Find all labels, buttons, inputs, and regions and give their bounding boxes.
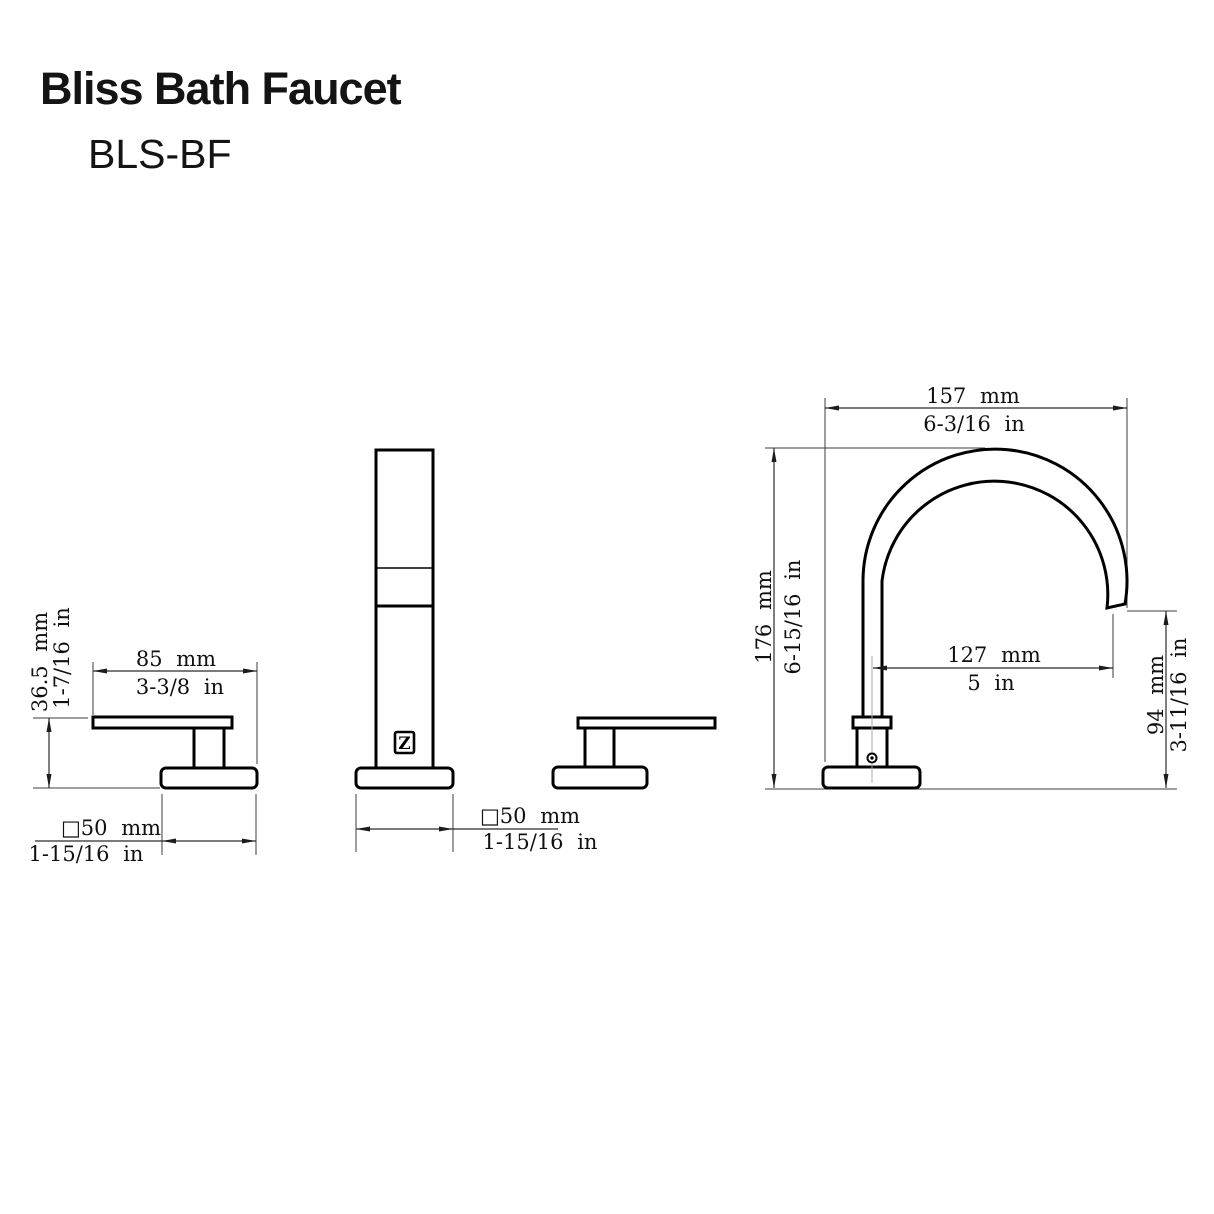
spout-front-view: Z □50 mm 1-15/16 in [354,448,717,854]
dim-arrow [1163,611,1169,625]
dim-label-spout-reach-in: 5 in [967,671,1014,695]
dim-label-spout-reach-mm: 127 mm [947,643,1041,667]
dim-arrow [243,668,257,674]
dim-arrow [825,405,839,411]
dim-label-outlet-height-in: 3-11/16 in [1167,638,1191,753]
set-screw-dot-icon [870,756,874,760]
handle-right-base [551,765,649,790]
page-title: Bliss Bath Faucet [40,63,402,114]
brand-logo-box [393,730,416,755]
handle-side-view: 85 mm 3-3/8 in 36.5 mm 1-7/16 in □50 mm … [28,607,259,866]
handle-stem [192,726,226,770]
spout-side-view: 157 mm 6-3/16 in 176 mm 6-15/16 in 127 m… [752,384,1191,790]
dim-label-outlet-height-mm: 94 mm [1144,655,1168,735]
dim-arrow [873,665,887,671]
dim-arrow [162,838,176,844]
dim-label-overall-width-in: 6-3/16 in [923,412,1025,436]
dim-arrow [1099,665,1113,671]
brand-logo-letter: Z [398,734,410,754]
dim-arrow [771,774,777,788]
dim-label-spout-base-in: 1-15/16 in [483,830,598,854]
dim-arrow [1163,774,1169,788]
spout-base [354,766,455,790]
dim-arrow [242,838,256,844]
dim-label-overall-height-mm: 176 mm [752,570,776,664]
dim-label-handle-length-in: 3-3/8 in [136,675,224,699]
dim-arrow [93,668,107,674]
dim-arrow [356,826,370,832]
handle-right-stem [583,726,616,769]
dim-arrow [46,774,52,788]
dim-label-overall-height-in: 6-15/16 in [781,560,805,675]
dim-arrow [771,448,777,462]
dim-arrow [439,826,453,832]
dim-label-overall-width-mm: 157 mm [926,384,1020,408]
dim-label-handle-height-in: 1-7/16 in [50,607,74,709]
dim-label-spout-base-mm: □50 mm [480,804,580,828]
spout-column [374,448,435,770]
handle-right-lever [576,716,717,730]
dim-label-handle-base-in: 1-15/16 in [29,842,144,866]
model-number: BLS-BF [88,131,232,177]
dim-label-handle-base-mm: □50 mm [61,816,161,840]
handle-base [159,766,259,790]
dim-label-handle-height-mm: 36.5 mm [28,612,52,712]
spout-gooseneck-outline [861,447,1129,719]
dim-label-handle-length-mm: 85 mm [136,647,216,671]
dim-arrow [1113,405,1127,411]
dim-arrow [46,718,52,732]
handle-lever [91,715,234,730]
